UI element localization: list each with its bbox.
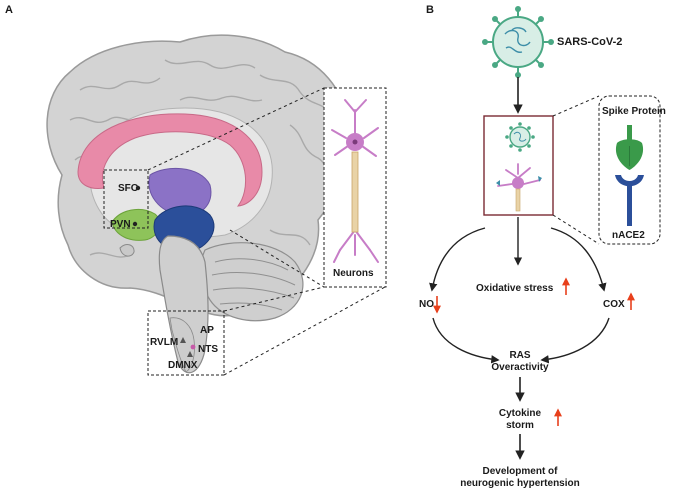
- corpus-callosum: [77, 113, 263, 207]
- pituitary: [119, 244, 135, 257]
- brain-illustration: [46, 34, 350, 374]
- nace2-receptor-icon: [615, 175, 644, 226]
- cytokine-label-line2: storm: [506, 420, 534, 431]
- dmnx-label: DMNX: [168, 360, 198, 371]
- nts-marker: [190, 344, 196, 350]
- brainstem: [158, 235, 209, 374]
- spike-protein-label: Spike Protein: [602, 106, 666, 117]
- spike-protein-icon: [615, 125, 644, 170]
- development-label-line1: Development of: [482, 466, 558, 477]
- ras-label-line1: RAS: [509, 350, 530, 361]
- no-label: NO: [419, 299, 434, 310]
- pvn-label: PVN: [110, 219, 131, 230]
- nace2-label: nACE2: [612, 230, 645, 241]
- sars-cov-2-icon: SARS-CoV-2: [482, 6, 622, 78]
- arrow-cox-to-ras: [540, 317, 610, 364]
- sfo-dot: [135, 185, 141, 191]
- ap-label: AP: [200, 325, 214, 336]
- cerebellum-folia: [211, 258, 296, 311]
- zoom-lines-neuron: [147, 87, 325, 288]
- neurons-label: Neurons: [333, 268, 374, 279]
- zoom-lines-spike: [552, 95, 600, 245]
- thalamus: [148, 167, 212, 216]
- rvlm-marker: [180, 337, 186, 343]
- arrow-no-to-ras: [432, 317, 500, 364]
- sfo-box: [103, 169, 149, 229]
- small-virus-icon: [505, 122, 535, 152]
- virus-label: SARS-CoV-2: [557, 36, 622, 48]
- cox-label: COX: [603, 299, 625, 310]
- axon: [351, 151, 359, 233]
- oxidative-stress-label: Oxidative stress: [476, 283, 554, 294]
- spike-receptor-box: Spike Protein nACE2: [598, 95, 666, 245]
- rvlm-label: RVLM: [150, 337, 178, 348]
- nts-label: NTS: [198, 344, 218, 355]
- sfo-group: SFO PVN: [103, 169, 149, 230]
- arrow-to-cox: [550, 227, 607, 292]
- cytokine-label-line1: Cytokine: [499, 408, 542, 419]
- sfo-label: SFO: [118, 183, 139, 194]
- panel-b-letter: B: [426, 4, 434, 16]
- brainstem-inset: RVLM AP NTS DMNX: [147, 310, 225, 376]
- infected-neuron-icon: [497, 163, 541, 187]
- arrow-to-no: [429, 227, 486, 292]
- ras-label-line2: Overactivity: [491, 362, 549, 373]
- panel-a-letter: A: [5, 4, 13, 16]
- dmnx-marker: [187, 351, 193, 357]
- neuron-box: Neurons: [323, 87, 387, 288]
- zoom-lines-brainstem: [223, 286, 386, 376]
- infected-neuron-box: [483, 115, 554, 216]
- pvn-dot: [132, 221, 138, 227]
- development-label-line2: neurogenic hypertension: [460, 478, 579, 489]
